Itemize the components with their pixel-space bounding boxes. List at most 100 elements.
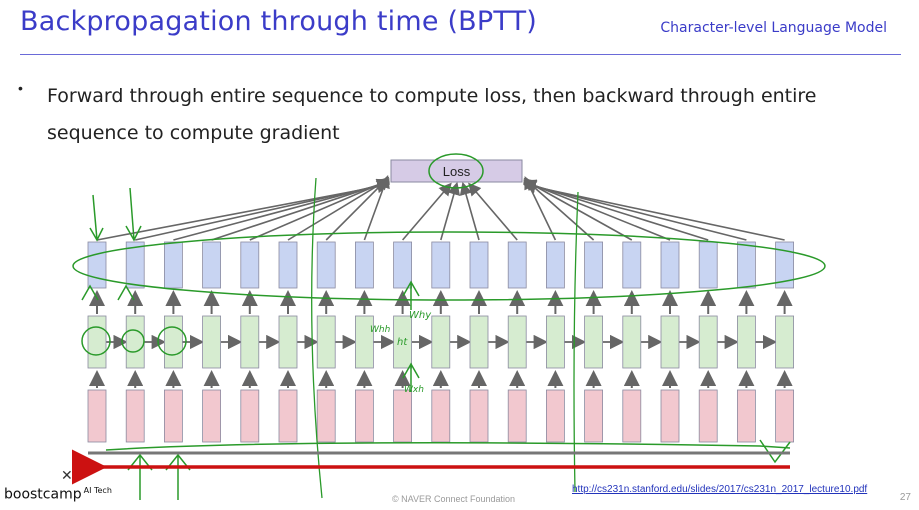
output-to-loss-arrow: [249, 178, 390, 241]
hidden-box: [737, 315, 756, 369]
output-to-loss-arrow: [523, 179, 633, 241]
hidden-box: [775, 315, 794, 369]
annotation-label: ht: [397, 337, 408, 348]
input-box: [354, 389, 374, 443]
output-box: [87, 241, 107, 289]
input-box: [316, 389, 336, 443]
output-to-loss-arrow: [135, 179, 391, 241]
hidden-box: [202, 315, 222, 369]
output-box: [316, 241, 336, 289]
input-box: [775, 389, 794, 443]
gradient-up-arrow: [402, 280, 420, 310]
input-box: [163, 389, 183, 443]
output-box: [163, 241, 183, 289]
gradient-up-arrow: [81, 284, 99, 301]
output-to-loss-arrow: [459, 181, 480, 241]
output-box: [584, 241, 603, 289]
output-to-loss-arrow: [325, 176, 390, 241]
output-to-loss-arrow: [173, 179, 391, 241]
input-box: [393, 389, 413, 443]
hidden-box: [698, 315, 718, 369]
output-to-loss-arrow: [363, 174, 390, 241]
input-box: [507, 389, 527, 443]
page-number: 27: [899, 492, 911, 503]
annotation-label: Why: [409, 310, 432, 321]
hidden-box: [660, 315, 680, 369]
annotation-stroke: [573, 191, 579, 493]
output-box: [546, 241, 565, 289]
input-box: [469, 389, 489, 443]
diagram-boxes: [87, 241, 794, 443]
output-box: [775, 241, 794, 289]
annotation-stroke: [105, 442, 791, 451]
output-box: [125, 241, 145, 289]
input-box: [546, 389, 565, 443]
output-to-loss-arrow: [468, 182, 518, 241]
hidden-box: [354, 315, 374, 369]
input-box: [125, 389, 145, 443]
close-icon[interactable]: ✕: [61, 467, 73, 483]
hidden-box: [316, 315, 336, 369]
output-to-loss-arrow: [523, 179, 671, 241]
output-box: [278, 241, 298, 289]
hidden-box: [546, 315, 565, 369]
output-box: [202, 241, 222, 289]
output-box: [698, 241, 718, 289]
output-box: [622, 241, 642, 289]
input-box: [584, 389, 603, 443]
output-box: [393, 241, 413, 289]
output-box: [507, 241, 527, 289]
output-box: [354, 241, 374, 289]
slide-subtitle: Character-level Language Model: [660, 20, 887, 36]
hidden-box: [431, 315, 451, 369]
output-to-loss-arrow: [401, 182, 452, 241]
input-box: [660, 389, 680, 443]
annotation-stroke: [759, 439, 791, 464]
bullet-text: Forward through entire sequence to compu…: [47, 85, 817, 144]
output-box: [469, 241, 489, 289]
gradient-up-arrow: [117, 284, 135, 301]
loss-circle: [428, 153, 484, 189]
input-box: [87, 389, 107, 443]
hidden-box: [507, 315, 527, 369]
output-to-loss-arrow: [211, 178, 391, 241]
hidden-box: [622, 315, 642, 369]
hidden-box: [240, 315, 260, 369]
gradient-up-arrow: [402, 362, 420, 392]
hidden-box: [163, 315, 183, 369]
hidden-box: [278, 315, 298, 369]
hidden-circle: [81, 326, 111, 356]
output-box: [660, 241, 680, 289]
gradient-down-arrow: [125, 187, 142, 242]
annotation-label: Wxh: [404, 385, 424, 395]
gradient-down-arrow: [89, 194, 104, 242]
loss-node: Loss: [390, 159, 523, 183]
loss-box: [390, 159, 523, 183]
hidden-box: [584, 315, 603, 369]
bullet-marker: •: [18, 80, 23, 96]
output-to-loss-arrow: [522, 180, 785, 241]
copyright-text: © NAVER Connect Foundation: [392, 494, 516, 504]
gradient-up-arrow: [127, 453, 153, 500]
input-box: [431, 389, 451, 443]
hidden-box: [393, 315, 413, 369]
hidden-circle: [121, 329, 145, 353]
input-box: [737, 389, 756, 443]
hidden-box: [87, 315, 107, 369]
output-box: [240, 241, 260, 289]
output-box: [431, 241, 451, 289]
hidden-circle: [157, 326, 187, 356]
source-link[interactable]: http://cs231n.stanford.edu/slides/2017/c…: [572, 484, 868, 495]
output-box: [737, 241, 756, 289]
input-box: [698, 389, 718, 443]
annotation-label: Whh: [370, 325, 391, 335]
output-to-loss-arrow: [287, 178, 390, 241]
input-box: [622, 389, 642, 443]
logo-subtext: AI Tech: [83, 486, 112, 495]
input-box: [278, 389, 298, 443]
input-box: [240, 389, 260, 443]
output-to-loss-arrow: [440, 181, 461, 241]
